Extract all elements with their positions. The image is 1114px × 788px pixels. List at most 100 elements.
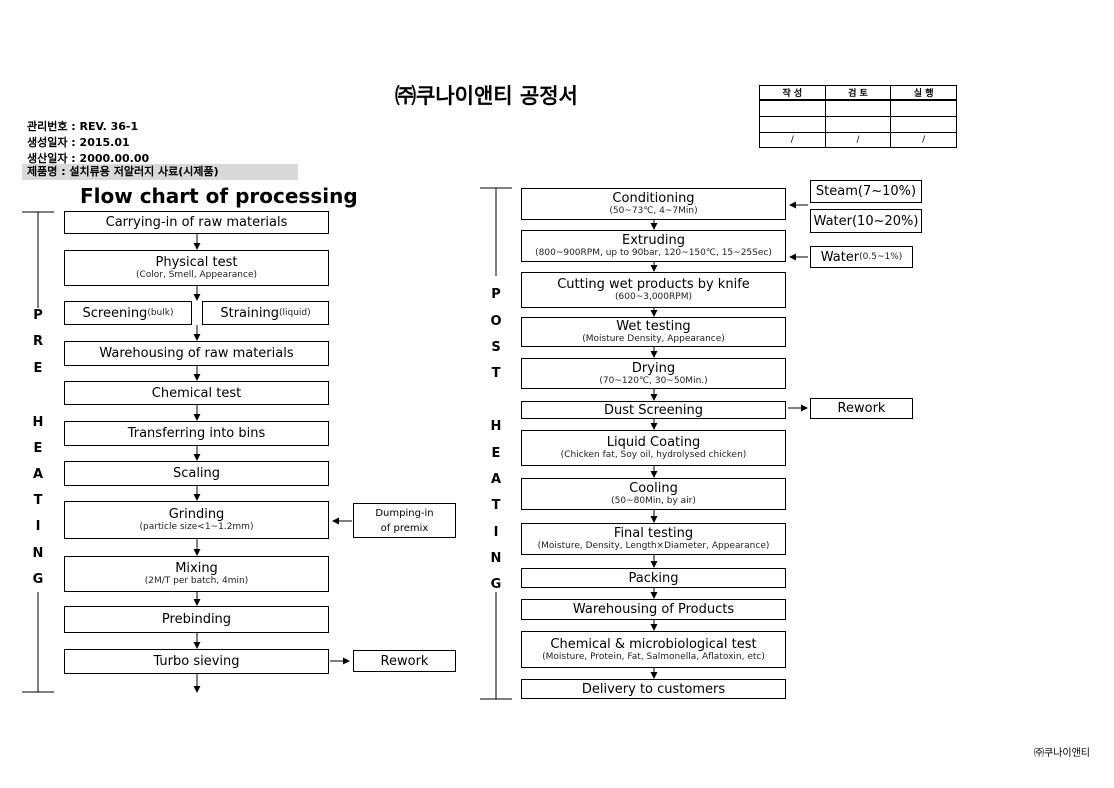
pre-label-char: T <box>33 493 43 508</box>
product-name: 제품명 : 설치류용 저알러지 사료(시제품) <box>22 164 298 180</box>
input-steam[interactable]: Steam(7~10%) <box>810 180 922 203</box>
step-detail: (600~3,000RPM) <box>615 292 692 302</box>
post-heating-bracket <box>480 187 512 700</box>
step-detail: (Moisture, Density, Length×Diameter, App… <box>537 541 770 551</box>
pre-label-char: R <box>32 334 43 349</box>
pre-label-char: E <box>33 441 43 456</box>
step-dust-screening[interactable]: Dust Screening <box>521 401 786 419</box>
step-label: Cooling <box>629 481 678 496</box>
step-carrying-in[interactable]: Carrying-in of raw materials <box>64 211 329 234</box>
approval-header-execute: 실 행 <box>890 85 957 101</box>
pre-label-char: I <box>35 519 41 534</box>
input-label: Water <box>820 249 860 265</box>
input-label: Water(10~20%) <box>813 213 919 229</box>
pre-flow-arrows <box>193 234 352 693</box>
step-delivery[interactable]: Delivery to customers <box>521 679 786 699</box>
post-label-char: G <box>490 577 502 592</box>
approval-header-write: 작 성 <box>759 85 826 101</box>
input-detail: (0.5~1%) <box>859 251 903 262</box>
post-label-char: I <box>493 525 499 540</box>
step-detail: (50~80Min, by air) <box>611 496 696 506</box>
pre-label-char: H <box>32 415 44 430</box>
step-grinding[interactable]: Grinding (particle size<1~1.2mm) <box>64 501 329 539</box>
step-detail: (bulk) <box>147 307 174 318</box>
step-label: Scaling <box>172 466 221 481</box>
step-final-testing[interactable]: Final testing (Moisture, Density, Length… <box>521 523 786 555</box>
pre-label-char: A <box>32 467 44 482</box>
step-detail: (Moisture Density, Appearance) <box>582 334 725 344</box>
post-label-char: E <box>491 446 501 461</box>
step-screening[interactable]: Screening(bulk) <box>64 301 192 325</box>
step-drying[interactable]: Drying (70~120℃, 30~50Min.) <box>521 358 786 389</box>
step-warehousing-products[interactable]: Warehousing of Products <box>521 599 786 620</box>
post-label-char: T <box>491 366 501 381</box>
step-label: Turbo sieving <box>153 654 240 669</box>
output-rework-post[interactable]: Rework <box>810 398 913 419</box>
step-liquid-coating[interactable]: Liquid Coating (Chicken fat, Soy oil, hy… <box>521 430 786 466</box>
step-warehousing-raw[interactable]: Warehousing of raw materials <box>64 341 329 366</box>
step-conditioning[interactable]: Conditioning (50~73℃, 4~7Min) <box>521 188 786 220</box>
step-label: Chemical test <box>151 385 242 401</box>
step-label: Dust Screening <box>603 402 704 418</box>
created-date: 생성일자 : 2015.01 <box>27 136 130 149</box>
step-detail: (particle size<1~1.2mm) <box>139 522 254 532</box>
step-prebinding[interactable]: Prebinding <box>64 606 329 633</box>
step-label: Warehousing of Products <box>572 602 735 617</box>
step-chem-micro-test[interactable]: Chemical & microbiological test (Moistur… <box>521 631 786 668</box>
step-detail: (liquid) <box>278 307 311 318</box>
production-date: 생산일자 : 2000.00.00 <box>27 152 150 165</box>
step-label: Conditioning <box>612 191 695 206</box>
step-label: Final testing <box>613 526 694 541</box>
step-turbo-sieving[interactable]: Turbo sieving <box>64 649 329 674</box>
post-label-char: O <box>490 314 502 329</box>
input-water-1[interactable]: Water(10~20%) <box>810 209 922 233</box>
pre-heating-bracket <box>22 211 54 693</box>
step-label: Cutting wet products by knife <box>557 277 750 292</box>
approval-date: / <box>890 132 957 148</box>
flow-chart-title: Flow chart of processing <box>80 184 358 208</box>
step-label: Wet testing <box>616 319 691 334</box>
control-number: 관리번호 : REV. 36-1 <box>27 120 139 133</box>
step-label: Screening <box>82 305 148 321</box>
step-extruding[interactable]: Extruding (800~900RPM, up to 90bar, 120~… <box>521 230 786 262</box>
pre-label-char: E <box>33 361 43 376</box>
step-label: Physical test <box>155 255 238 270</box>
step-label: Mixing <box>175 561 218 576</box>
output-rework-pre[interactable]: Rework <box>353 650 456 672</box>
step-label: Chemical & microbiological test <box>550 636 757 652</box>
step-detail: (50~73℃, 4~7Min) <box>609 206 698 216</box>
step-straining[interactable]: Straining(liquid) <box>202 301 329 325</box>
step-label: Carrying-in of raw materials <box>105 215 288 230</box>
input-dumping-premix[interactable]: Dumping-in of premix <box>353 503 456 538</box>
post-label-char: P <box>491 287 501 302</box>
approval-table: 작 성 검 토 실 행 / / / <box>759 85 957 148</box>
step-cooling[interactable]: Cooling (50~80Min, by air) <box>521 478 786 510</box>
step-packing[interactable]: Packing <box>521 568 786 588</box>
step-cutting[interactable]: Cutting wet products by knife (600~3,000… <box>521 272 786 308</box>
step-label: Delivery to customers <box>581 681 726 697</box>
step-detail: (Color, Smell, Appearance) <box>135 270 258 280</box>
step-physical-test[interactable]: Physical test (Color, Smell, Appearance) <box>64 250 329 286</box>
step-scaling[interactable]: Scaling <box>64 461 329 486</box>
post-label-char: S <box>491 340 501 355</box>
post-label-char: N <box>490 551 502 566</box>
post-label-char: T <box>491 498 501 513</box>
step-label: Extruding <box>622 233 685 248</box>
pre-label-char: N <box>32 546 44 561</box>
post-label-char: A <box>490 472 502 487</box>
page-title: ㈜쿠나이앤티 공정서 <box>395 84 578 108</box>
step-mixing[interactable]: Mixing (2M/T per batch, 4min) <box>64 556 329 592</box>
input-label: Steam(7~10%) <box>815 184 917 199</box>
step-wet-testing[interactable]: Wet testing (Moisture Density, Appearanc… <box>521 317 786 347</box>
pre-label-char: G <box>32 572 44 587</box>
step-transferring[interactable]: Transferring into bins <box>64 421 329 446</box>
step-detail: (70~120℃, 30~50Min.) <box>599 375 708 386</box>
rework-label: Rework <box>380 653 429 669</box>
pre-label-char: P <box>33 308 43 323</box>
input-water-2[interactable]: Water(0.5~1%) <box>810 246 913 268</box>
step-label: Straining <box>220 305 279 321</box>
step-chemical-test[interactable]: Chemical test <box>64 381 329 405</box>
step-label: Liquid Coating <box>606 435 701 450</box>
step-label: Transferring into bins <box>127 426 266 441</box>
post-flow-arrows <box>650 201 808 679</box>
